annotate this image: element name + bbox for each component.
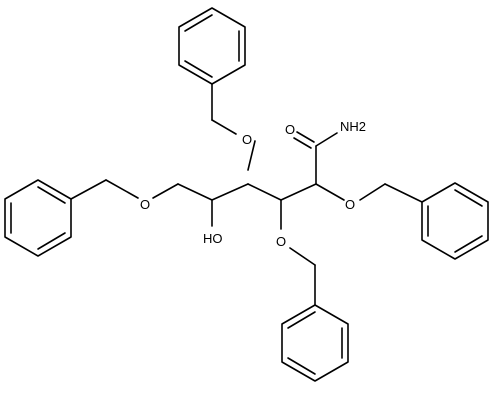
benzyl-ring-top bbox=[178, 7, 246, 85]
top-benzyloxy-bonds bbox=[211, 83, 256, 171]
left-benzyloxy-bonds bbox=[70, 179, 179, 200]
benzyl-ring-bottom bbox=[281, 304, 349, 382]
ether-oxygen-top-label: O bbox=[242, 132, 252, 147]
benzyl-ring-right bbox=[421, 182, 489, 260]
ether-oxygen-bottom-label: O bbox=[276, 234, 286, 249]
backbone-bonds bbox=[177, 131, 338, 201]
ether-oxygen-left-label: O bbox=[140, 197, 150, 212]
benzyl-ring-left bbox=[4, 179, 72, 257]
right-benzyloxy-bonds bbox=[315, 183, 423, 203]
bottom-benzyloxy-bonds bbox=[280, 199, 316, 306]
carbonyl-oxygen-label: O bbox=[285, 122, 295, 137]
ether-oxygen-right-label: O bbox=[345, 197, 355, 212]
nh2-label: NH2 bbox=[340, 119, 366, 134]
hydroxyl-label: HO bbox=[203, 231, 223, 246]
